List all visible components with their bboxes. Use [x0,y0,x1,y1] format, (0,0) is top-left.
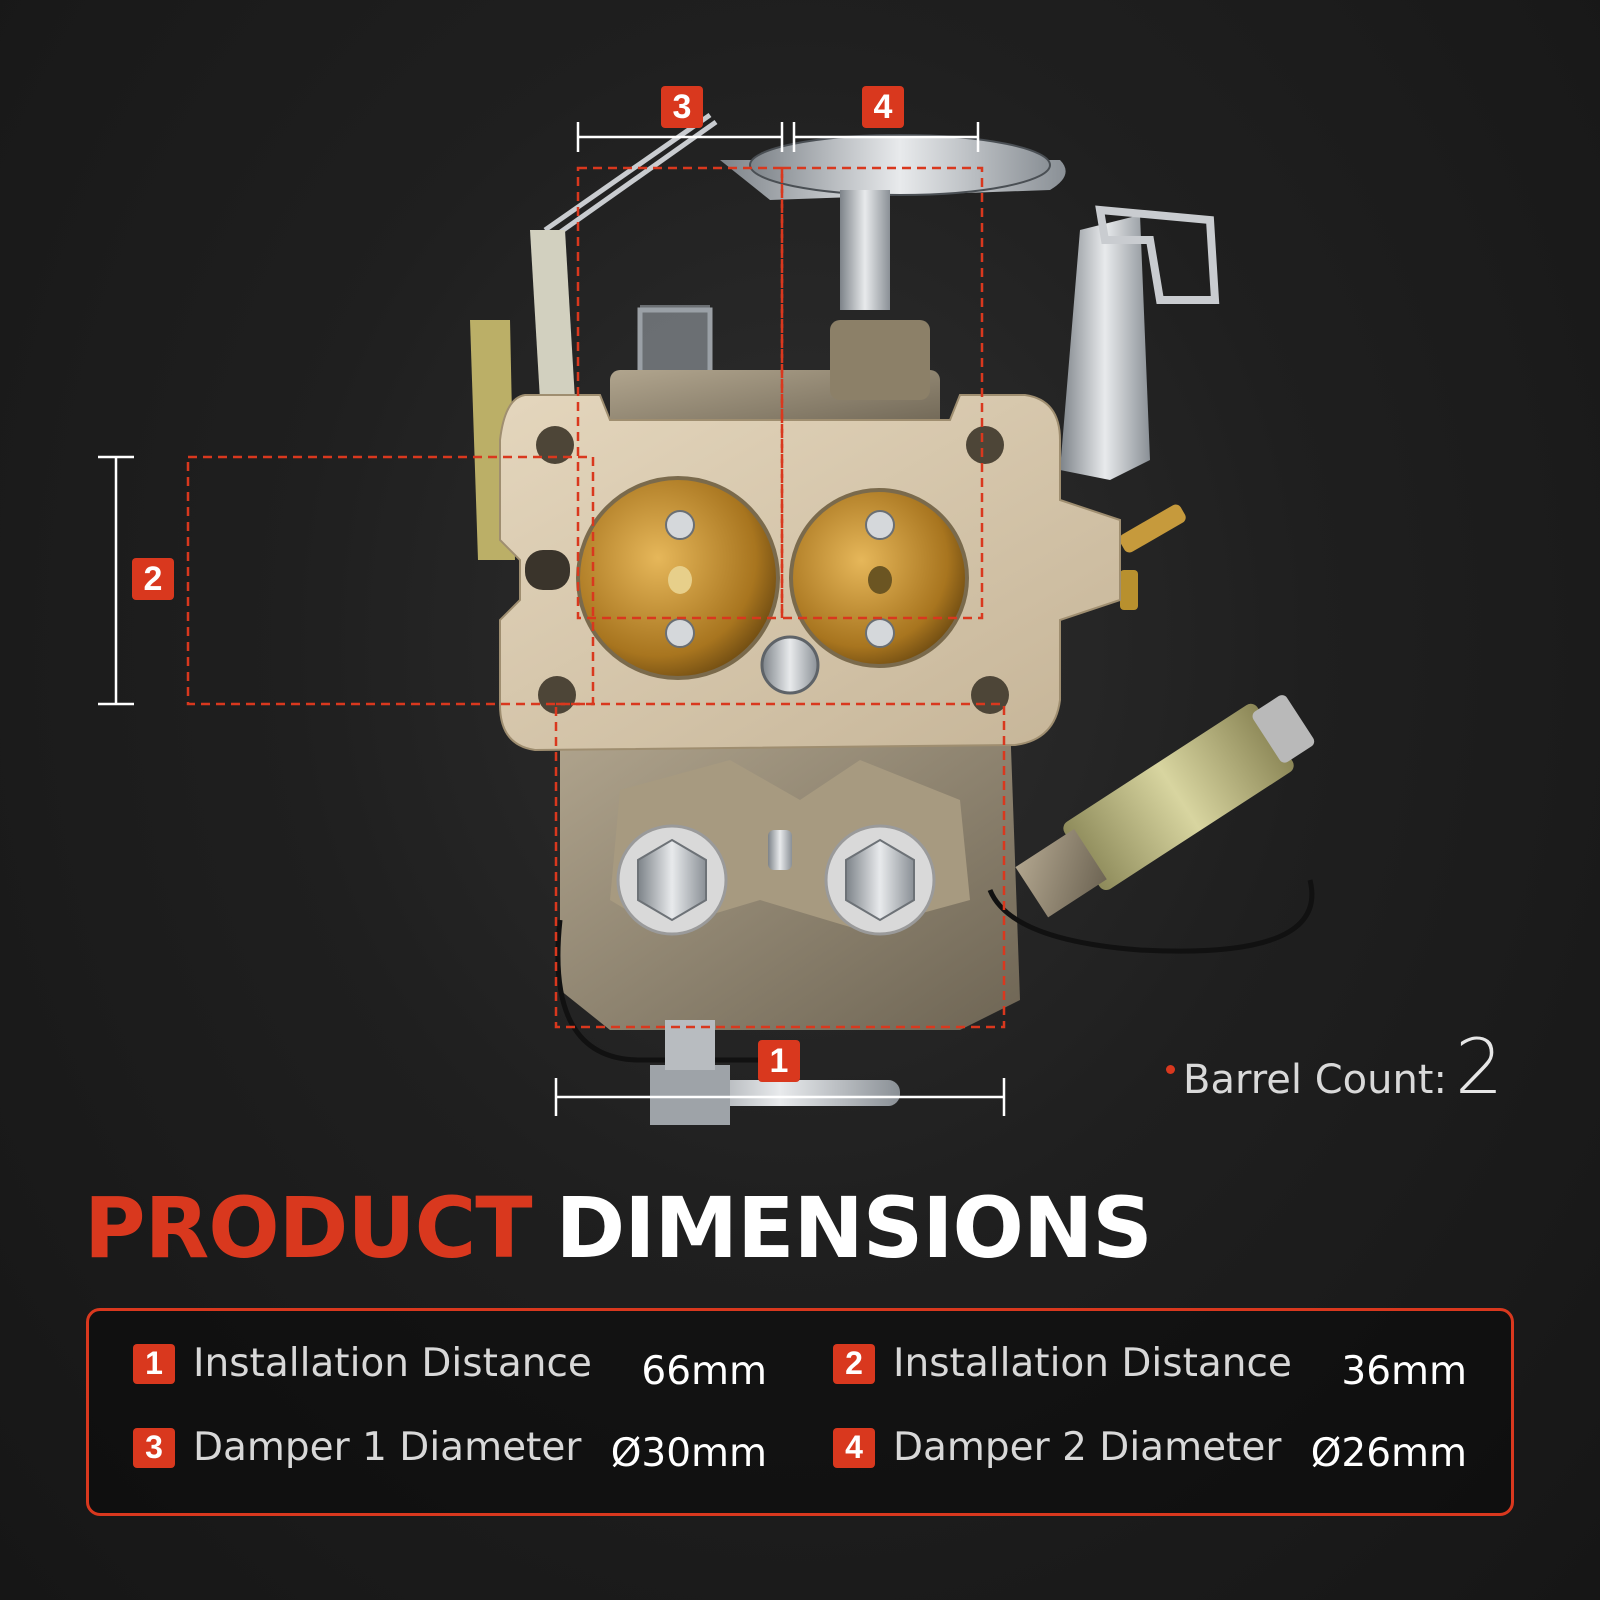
dimension-guides [98,122,1006,1116]
bullet-dot-icon [1166,1065,1175,1074]
spec-panel: 1 Installation Distance 66mm 2 Installat… [86,1308,1514,1516]
barrel-count-label: Barrel Count: [1183,1057,1447,1103]
marker-4-badge: 4 [862,86,904,128]
marker-3-badge: 3 [661,86,703,128]
marker-1-badge: 1 [758,1040,800,1082]
spec-number-badge: 1 [133,1343,175,1384]
spec-value: Ø30mm [610,1431,767,1476]
spec-row-1: 1 Installation Distance [133,1341,592,1386]
spec-number-badge: 3 [133,1427,175,1468]
title-part-product: PRODUCT [84,1179,533,1277]
marker-2-badge: 2 [132,558,174,600]
barrel-count-value: 2 [1454,1022,1504,1111]
carburetor-figure [98,112,1315,1125]
spec-value: 36mm [1341,1349,1467,1394]
spec-label: Damper 2 Diameter [893,1425,1282,1470]
spec-number-badge: 2 [833,1343,875,1384]
dimension-lines [98,122,1006,1116]
spec-label: Installation Distance [893,1341,1292,1386]
spec-row-3: 3 Damper 1 Diameter [133,1425,581,1470]
barrel-count: Barrel Count: 2 [1166,1022,1503,1111]
spec-value: 66mm [641,1349,767,1394]
title-part-dimensions: DIMENSIONS [555,1179,1153,1277]
carburetor-image [470,112,1315,1125]
spec-label: Installation Distance [193,1341,592,1386]
spec-number-badge: 4 [833,1427,875,1468]
dashed-outlines [186,166,1006,1029]
spec-row-2: 2 Installation Distance [833,1341,1292,1386]
spec-row-4: 4 Damper 2 Diameter [833,1425,1281,1470]
spec-label: Damper 1 Diameter [193,1425,582,1470]
spec-value: Ø26mm [1310,1431,1467,1476]
